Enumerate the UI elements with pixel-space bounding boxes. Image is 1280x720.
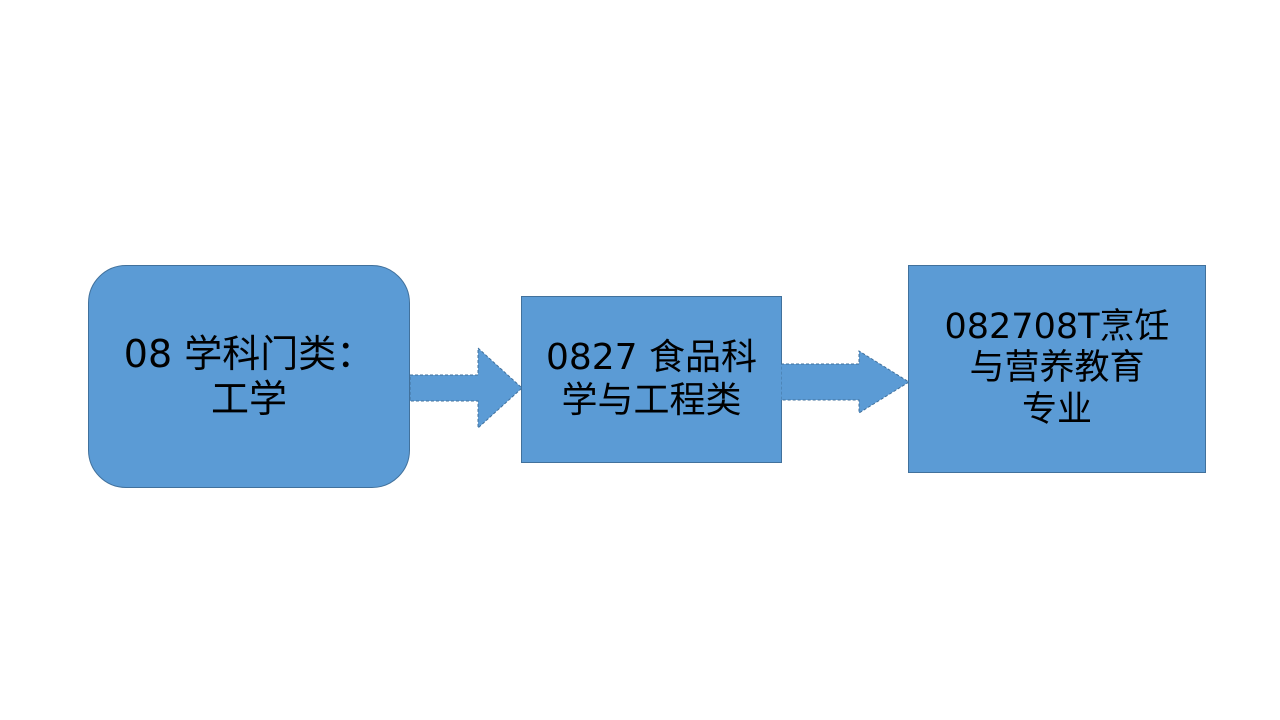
flow-node-discipline[interactable]: 08 学科门类： 工学 [88,265,410,488]
flow-node-major[interactable]: 082708T烹饪 与营养教育 专业 [908,265,1206,473]
flow-node-discipline-label: 08 学科门类： 工学 [123,331,375,421]
block-arrow-right-icon-2 [781,350,910,414]
flow-node-major-label: 082708T烹饪 与营养教育 专业 [944,307,1170,430]
flow-node-category[interactable]: 0827 食品科 学与工程类 [521,296,782,463]
block-arrow-right-icon-1 [410,346,523,430]
flow-node-category-label: 0827 食品科 学与工程类 [545,337,758,421]
